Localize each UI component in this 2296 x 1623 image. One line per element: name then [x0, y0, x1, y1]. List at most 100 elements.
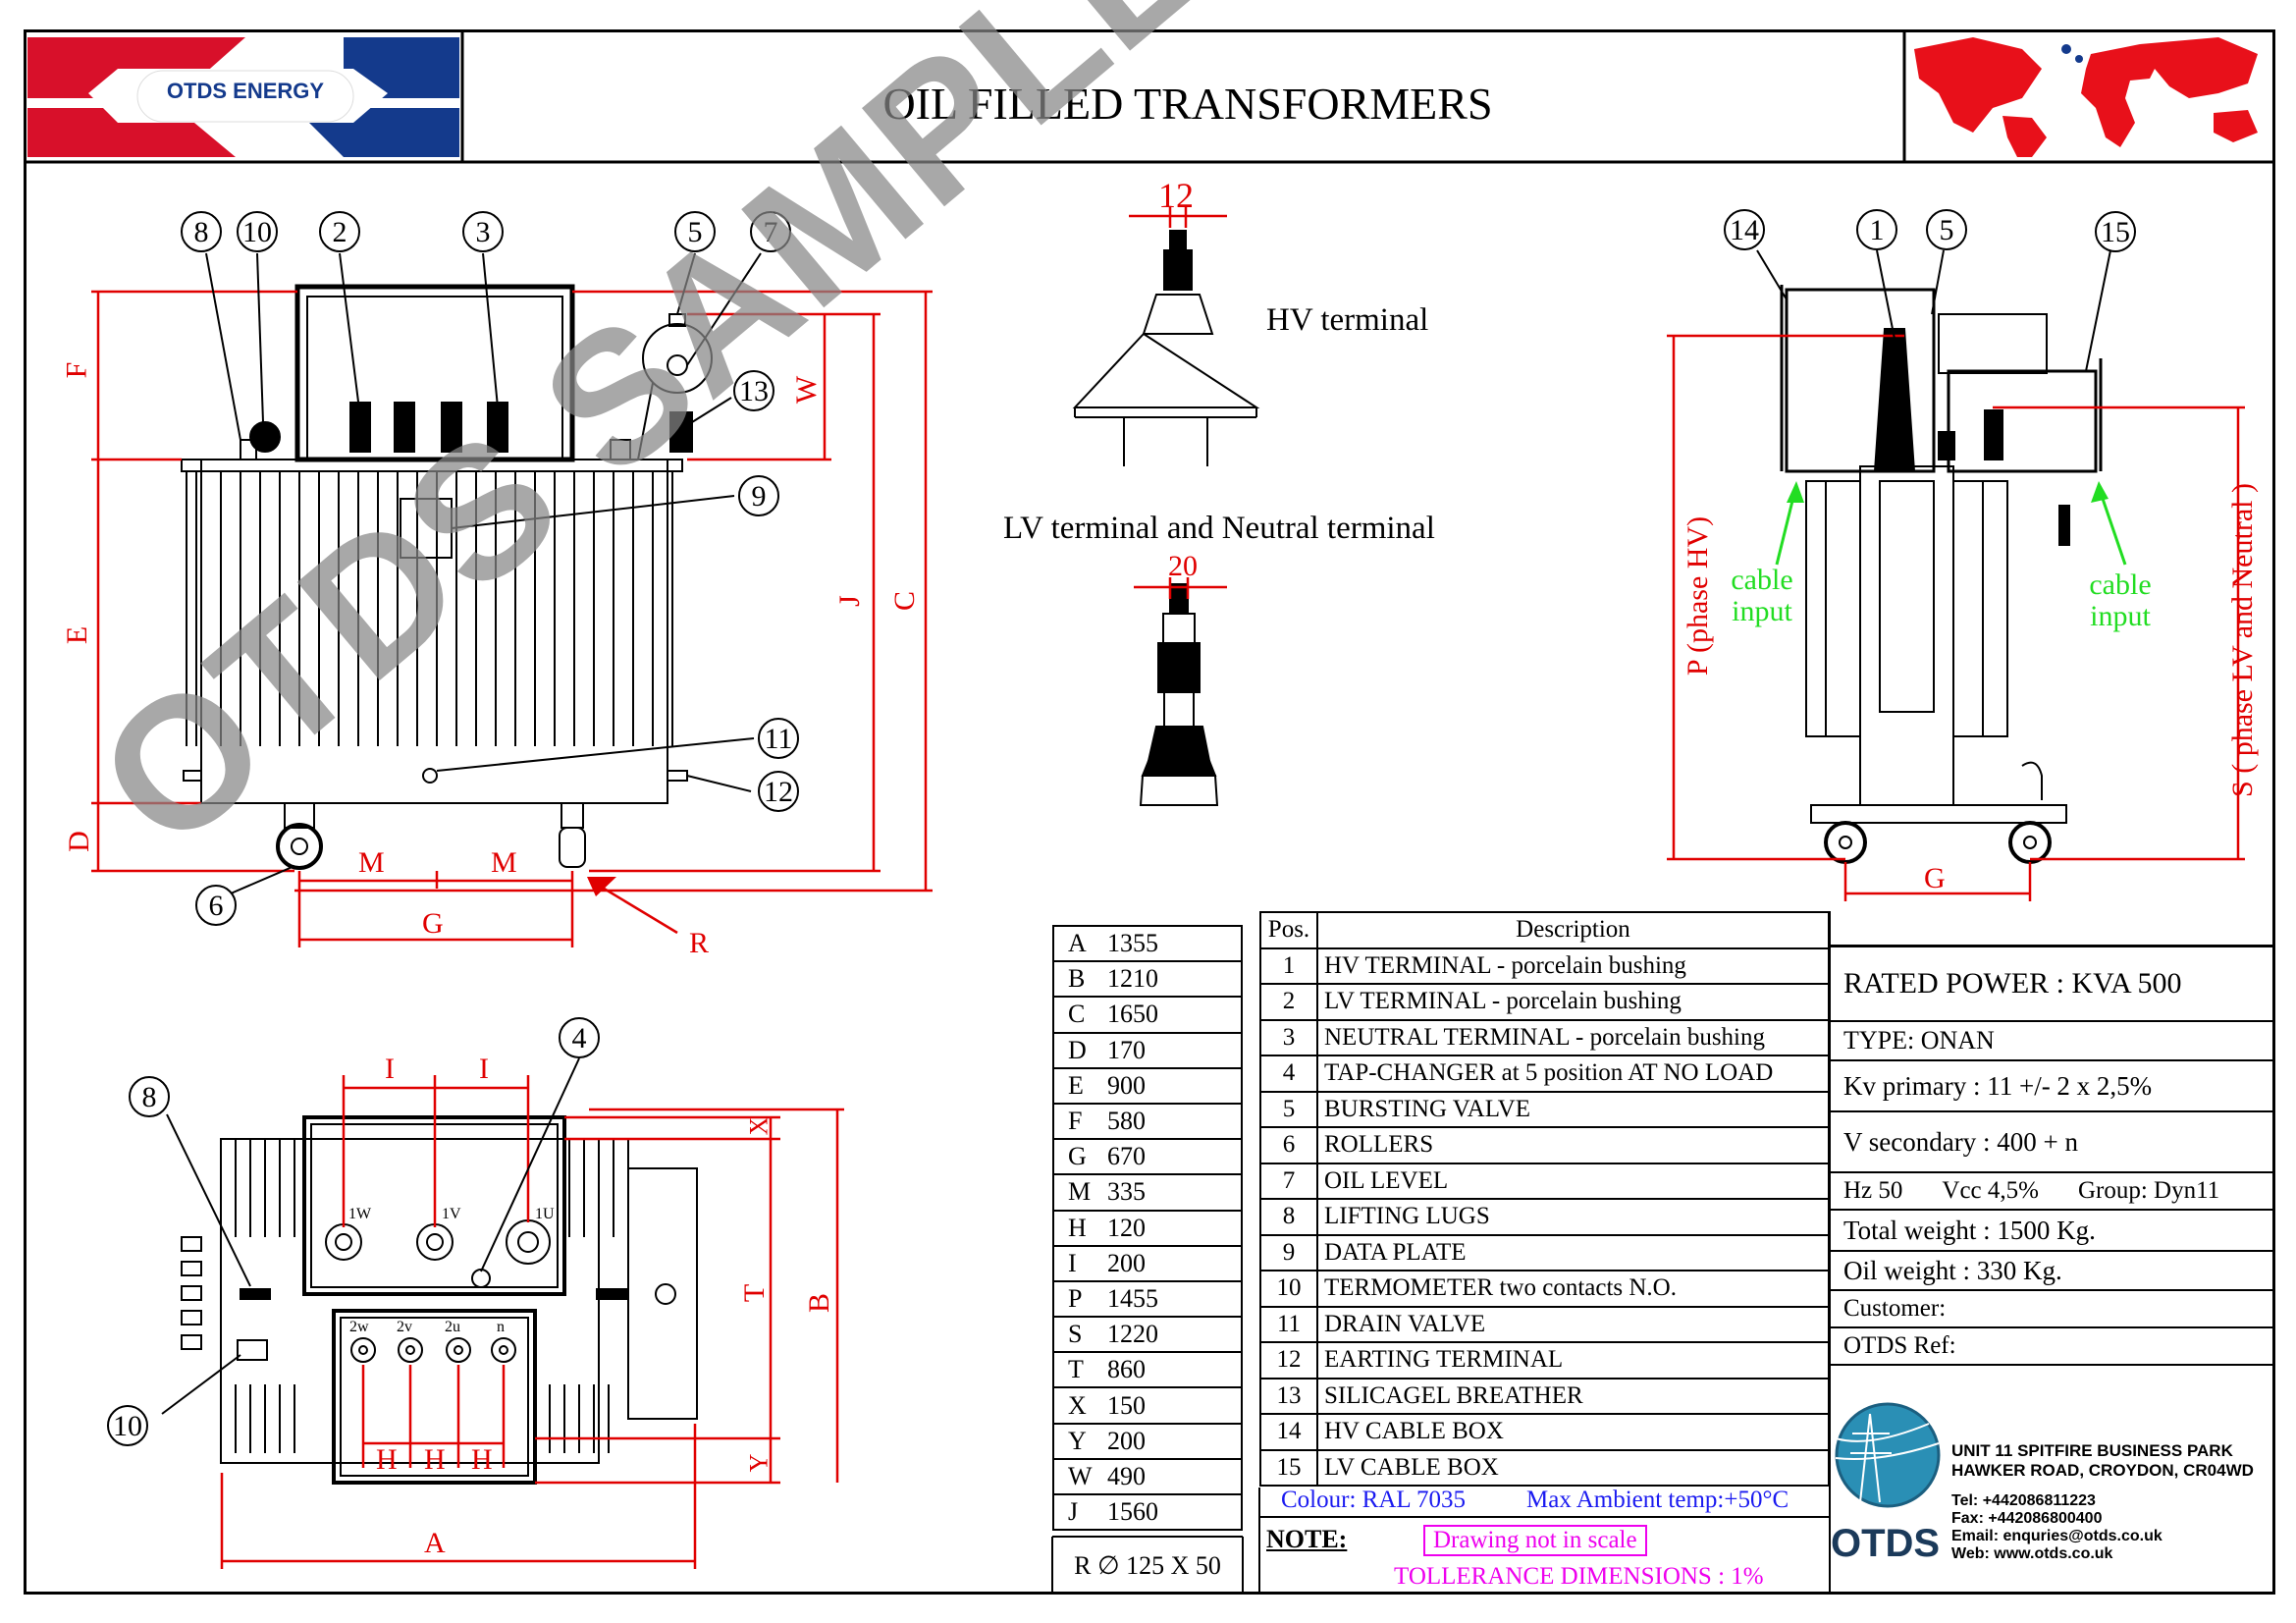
callout-3: 3 — [475, 216, 491, 248]
callout-8b: 8 — [141, 1081, 157, 1113]
dimension-value: 490 — [1107, 1461, 1146, 1490]
r-arrow — [587, 877, 616, 896]
position-description: BURSTING VALVE — [1316, 1090, 1830, 1128]
dim-label-i1: I — [385, 1053, 395, 1085]
logo-flag-graphic — [27, 37, 459, 157]
company-logo-graphic — [1835, 1402, 1941, 1508]
lv-bushings — [349, 402, 508, 453]
terminal-1u: 1U — [535, 1206, 555, 1222]
lv-terminal-title: LV terminal and Neutral terminal — [1003, 511, 1435, 546]
company-web: Web: www.otds.co.uk — [1951, 1545, 2113, 1562]
position-number: 7 — [1259, 1162, 1318, 1200]
dimension-key: Y — [1068, 1426, 1087, 1455]
callout-5b: 5 — [1939, 214, 1954, 246]
dimension-key: T — [1068, 1355, 1084, 1384]
callout-9: 9 — [751, 480, 767, 513]
kv-primary: Kv primary : 11 +/- 2 x 2,5% — [1830, 1061, 2273, 1112]
front-callout-circles — [181, 211, 799, 926]
spec-hz: Hz 50 — [1843, 1177, 1903, 1204]
callout-10b: 10 — [113, 1410, 142, 1442]
cooling-fins — [186, 471, 673, 746]
position-description: LIFTING LUGS — [1316, 1198, 1830, 1236]
position-number: 15 — [1259, 1448, 1318, 1487]
callout-7: 7 — [763, 216, 778, 248]
customer-field: Customer: — [1830, 1291, 2273, 1328]
company-address: UNIT 11 SPITFIRE BUSINESS PARK HAWKER RO… — [1951, 1441, 2254, 1481]
hv-terminal-title: HV terminal — [1266, 302, 1429, 338]
oil-weight: Oil weight : 330 Kg. — [1830, 1252, 2273, 1291]
header-lines — [24, 29, 2275, 164]
not-in-scale-note: Drawing not in scale — [1423, 1525, 1647, 1556]
dimension-cell: W 490 — [1052, 1457, 1243, 1496]
company-brand: OTDS — [1831, 1522, 1941, 1565]
dim-label-g: G — [422, 907, 444, 940]
front-callout-leaders — [205, 252, 762, 894]
position-number: 8 — [1259, 1198, 1318, 1236]
position-description: OIL LEVEL — [1316, 1162, 1830, 1200]
rating-specs: RATED POWER : KVA 500 TYPE: ONAN Kv prim… — [1830, 946, 2273, 1366]
terminal-n: n — [497, 1319, 505, 1335]
position-description: TERMOMETER two contacts N.O. — [1316, 1270, 1830, 1308]
position-number: 3 — [1259, 1018, 1318, 1056]
dimension-value: 580 — [1107, 1107, 1146, 1136]
v-secondary: V secondary : 400 + n — [1830, 1112, 2273, 1173]
position-number: 2 — [1259, 983, 1318, 1021]
dim-label-a: A — [424, 1527, 446, 1559]
drawing-frame — [24, 29, 2275, 1595]
company-address-line1: UNIT 11 SPITFIRE BUSINESS PARK — [1951, 1441, 2233, 1460]
company-email: Email: enquries@otds.co.uk — [1951, 1528, 2163, 1544]
dimension-key: W — [1068, 1461, 1093, 1490]
dimension-value: 1650 — [1107, 1000, 1158, 1029]
otds-ref-field: OTDS Ref: — [1830, 1328, 2273, 1366]
dimension-key: M — [1068, 1177, 1092, 1207]
company-tel: Tel: +442086811223 — [1951, 1492, 2096, 1509]
terminal-2v: 2v — [397, 1319, 412, 1335]
dim-label-h3: H — [471, 1443, 493, 1476]
total-weight: Total weight : 1500 Kg. — [1830, 1211, 2273, 1252]
dimension-cell: X 150 — [1052, 1386, 1243, 1425]
callout-11: 11 — [764, 723, 793, 755]
callout-15: 15 — [2101, 216, 2130, 248]
callout-8: 8 — [193, 216, 209, 248]
dimension-value: 1560 — [1107, 1497, 1158, 1527]
callout-10: 10 — [242, 216, 272, 248]
dimension-key: D — [1068, 1035, 1087, 1064]
company-address-line2: HAWKER ROAD, CROYDON, CR04WD — [1951, 1461, 2254, 1480]
dimension-value: 150 — [1107, 1390, 1146, 1420]
colour-note: Colour: RAL 7035 — [1281, 1487, 1466, 1513]
dimension-key: X — [1068, 1390, 1087, 1420]
dim-label-i2: I — [479, 1053, 489, 1085]
cable-input-hv-line2: input — [1732, 595, 1792, 627]
pos-header: Pos. — [1259, 911, 1318, 949]
company-contacts: Tel: +442086811223 Fax: +442086800400 Em… — [1951, 1492, 2163, 1563]
dimension-key: H — [1068, 1213, 1087, 1242]
position-description: DATA PLATE — [1316, 1233, 1830, 1271]
